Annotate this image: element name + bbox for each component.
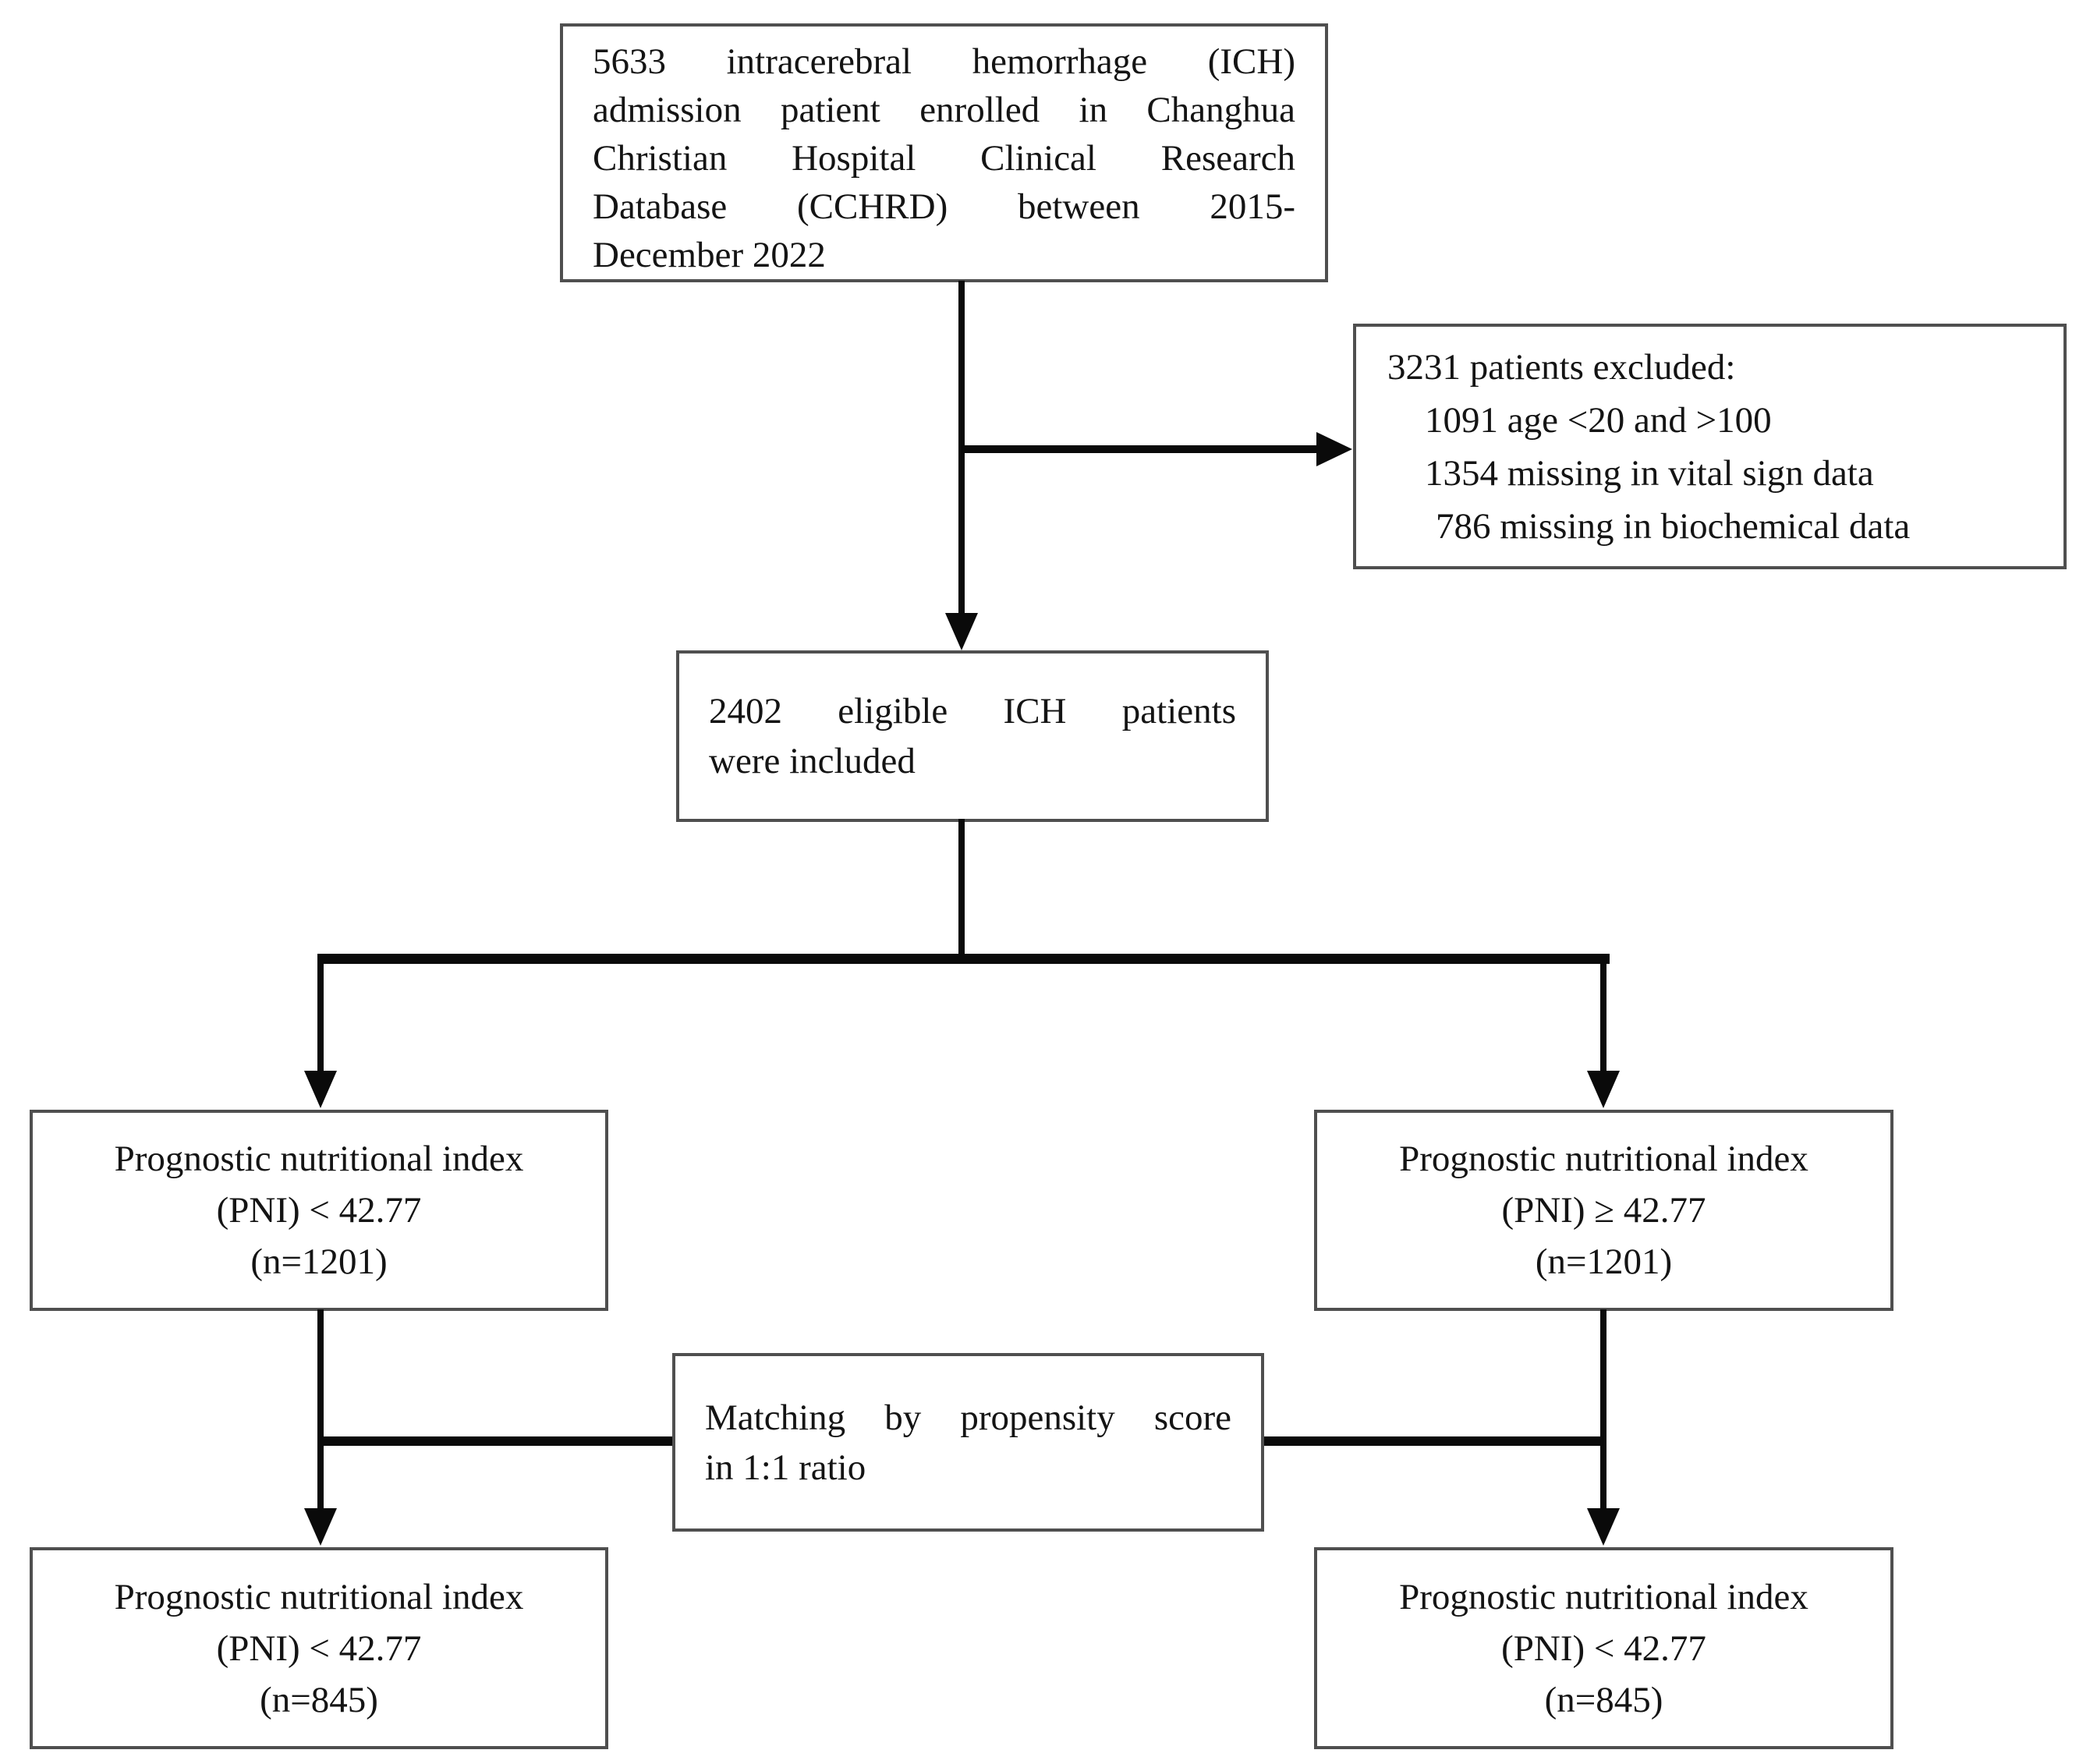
text-line: Prognostic nutritional index [114,1576,524,1617]
text-line: (n=1201) [250,1242,388,1282]
connector-split-to-pni-low [317,954,324,1072]
text-line: (n=1201) [1535,1242,1673,1282]
connector-pni-high-to-matched [1600,1309,1606,1510]
text-line: Prognostic nutritional index [114,1139,524,1179]
split-bar [317,954,1610,964]
text-line: 786 missing in biochemical data [1436,505,1911,547]
box-eligible-patients: 2402 eligible ICH patients were included [676,650,1269,822]
text-line: 1091 age <20 and >100 [1425,399,1772,441]
text-line: 3231 patients excluded: [1387,346,1736,388]
text-line: Christian Hospital Clinical Research [593,138,1295,179]
arrowhead-down-icon [1587,1508,1620,1546]
box-matched-pni-low-group: Prognostic nutritional index (PNI) < 42.7… [30,1547,608,1749]
arrowhead-down-icon [304,1071,337,1108]
arrowhead-right-icon [1316,432,1352,466]
text-line: 5633 intracerebral hemorrhage (ICH) [593,41,1295,82]
text-line: Prognostic nutritional index [1399,1139,1808,1179]
connector-left-to-matching [321,1436,672,1446]
arrowhead-down-icon [304,1508,337,1546]
text-line: 2402 eligible ICH patients [709,691,1236,731]
text-line: in 1:1 ratio [705,1447,866,1488]
text-line: (PNI) < 42.77 [1501,1628,1706,1669]
connector-eligible-to-split [958,819,965,959]
box-pni-high-group: Prognostic nutritional index (PNI) ≥ 42.7… [1314,1110,1893,1311]
text-line: (PNI) ≥ 42.77 [1501,1190,1706,1231]
text-line: (PNI) < 42.77 [216,1190,422,1231]
text-line: (n=845) [260,1679,378,1720]
box-pni-low-group: Prognostic nutritional index (PNI) < 42.7… [30,1110,608,1311]
arrowhead-down-icon [945,613,978,650]
connector-pni-low-to-matched [317,1309,324,1510]
text-line: (n=845) [1544,1679,1663,1720]
text-line: (PNI) < 42.77 [216,1628,422,1669]
connector-split-to-pni-high [1600,954,1606,1072]
text-line: 1354 missing in vital sign data [1425,452,1874,494]
connector-to-excluded [958,445,1316,453]
box-source-population: 5633 intracerebral hemorrhage (ICH) admis… [560,23,1328,282]
text-line: Database (CCHRD) between 2015- [593,186,1295,227]
box-excluded-patients: 3231 patients excluded: 1091 age <20 and … [1353,324,2067,569]
box-matched-pni-high-group: Prognostic nutritional index (PNI) < 42.7… [1314,1547,1893,1749]
arrowhead-down-icon [1587,1071,1620,1108]
text-line: December 2022 [593,235,826,275]
text-line: admission patient enrolled in Changhua [593,90,1295,130]
text-line: Matching by propensity score [705,1397,1231,1438]
box-propensity-matching: Matching by propensity score in 1:1 ratio [672,1353,1264,1532]
text-line: Prognostic nutritional index [1399,1576,1808,1617]
connector-matching-to-right [1264,1436,1606,1446]
text-line: were included [709,741,916,781]
